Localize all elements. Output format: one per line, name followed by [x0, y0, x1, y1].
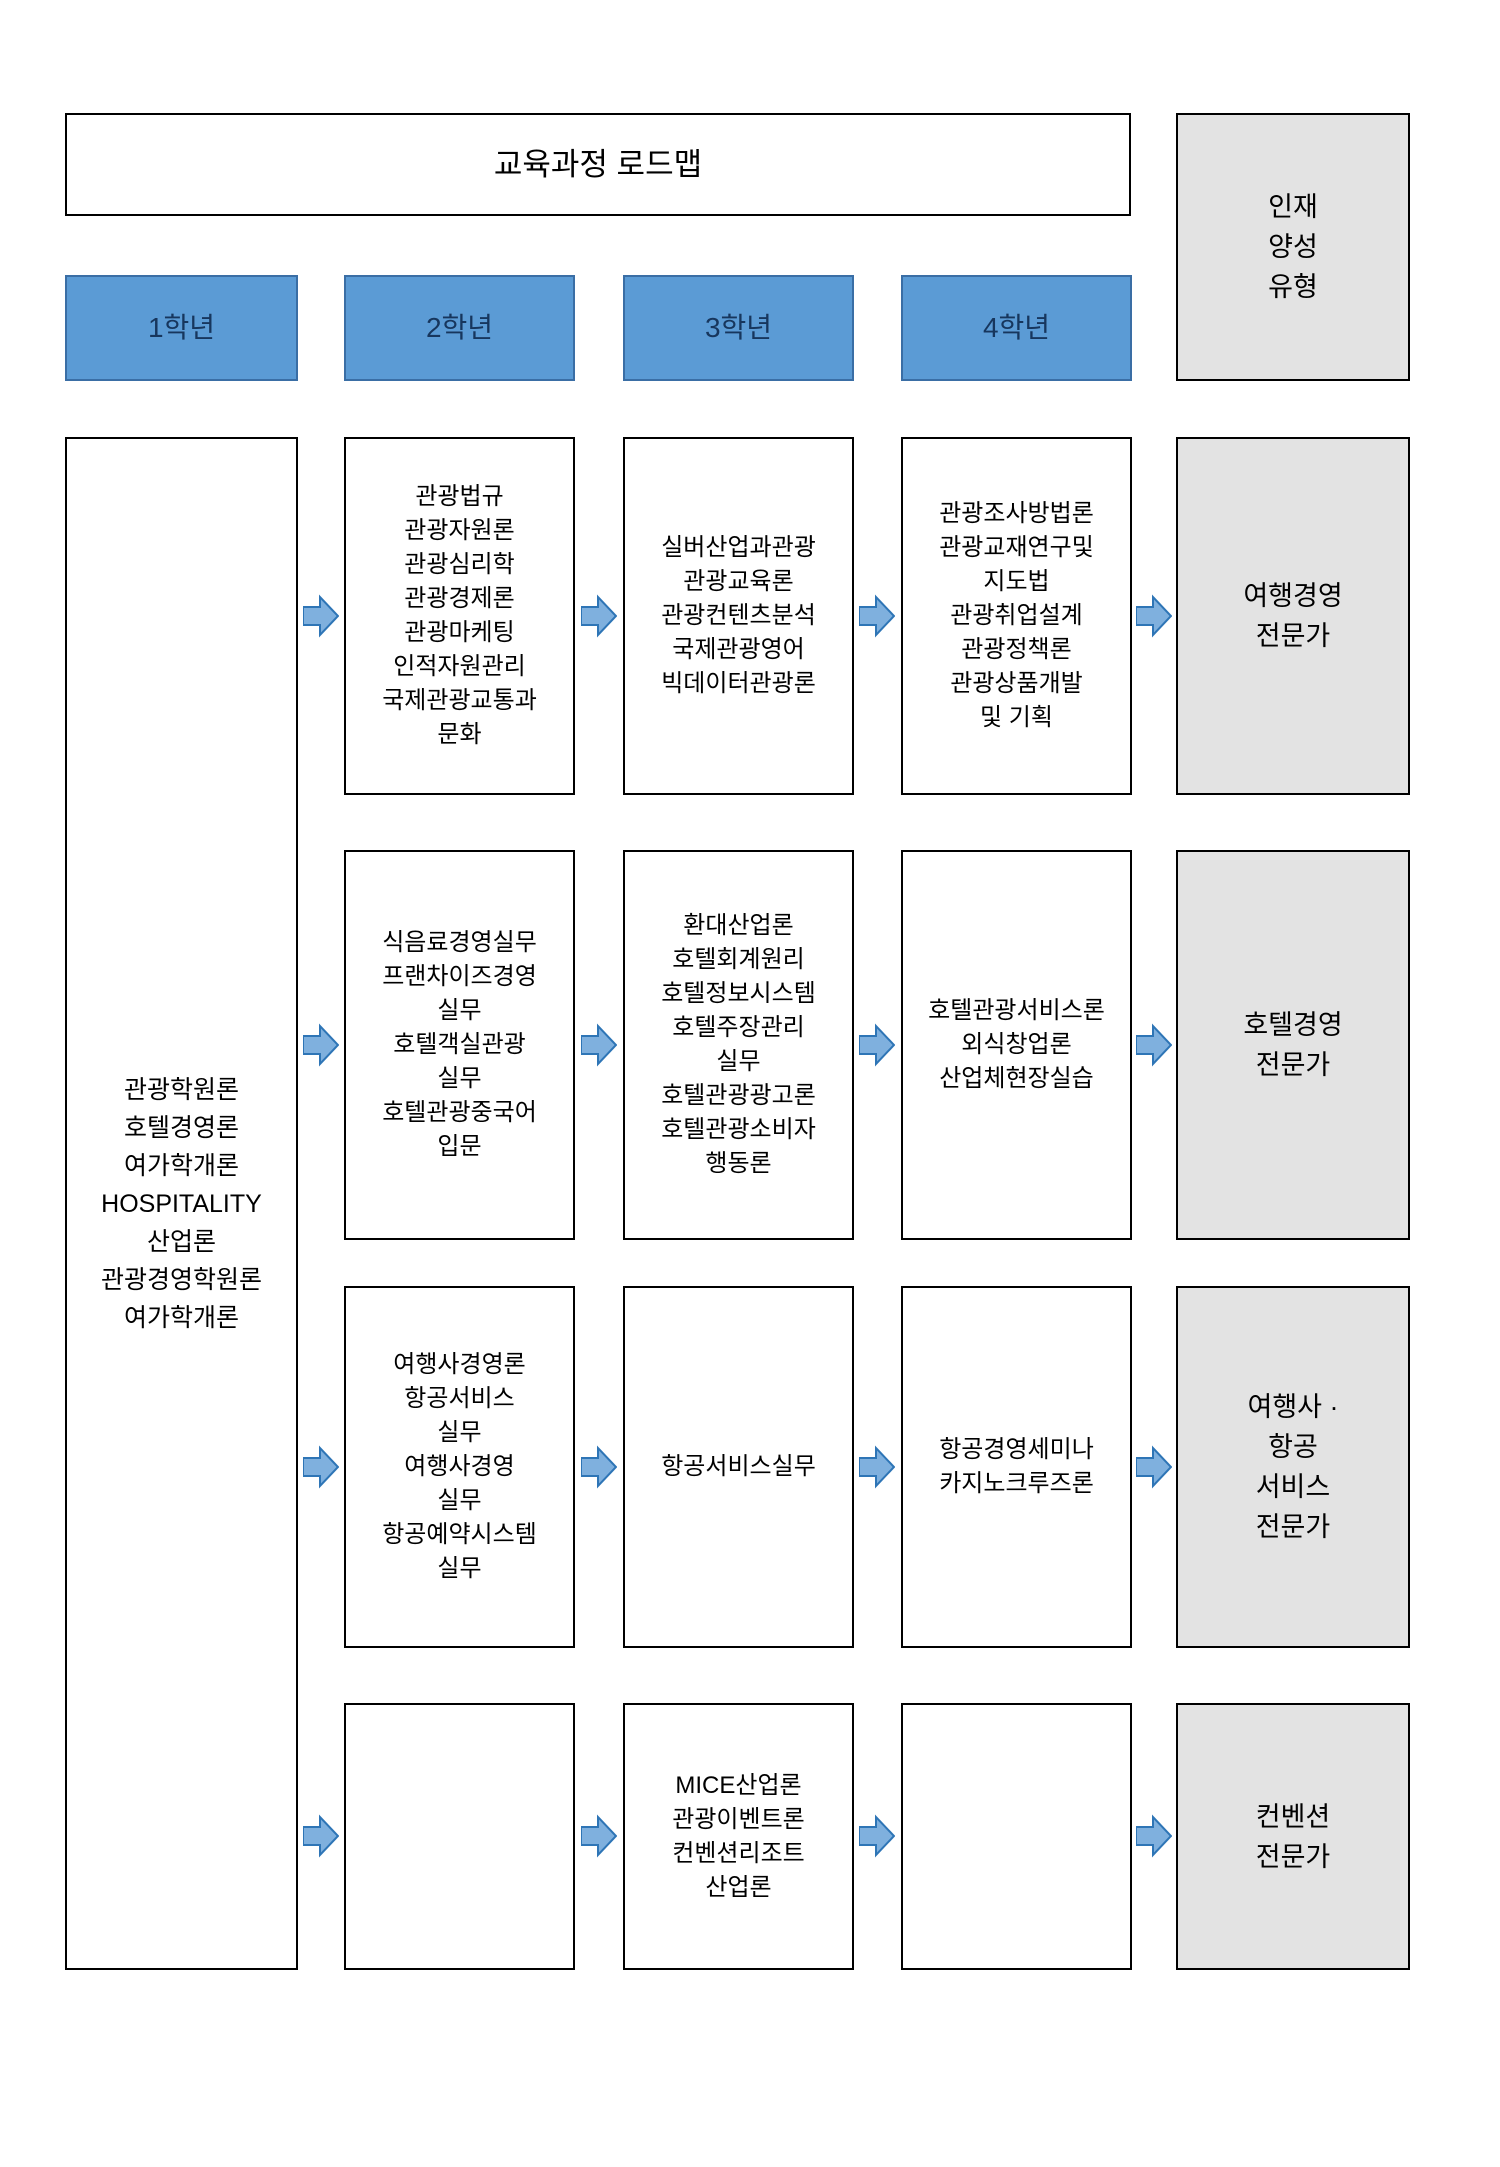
arrow-right-icon [581, 1023, 617, 1067]
airline-track-year4-courses: 항공경영세미나 카지노크루즈론 [901, 1286, 1132, 1648]
outcome-hotel-expert: 호텔경영 전문가 [1176, 850, 1410, 1240]
hotel-track-year3-courses: 환대산업론 호텔회계원리 호텔정보시스템 호텔주장관리 실무 호텔관광광고론 호… [623, 850, 854, 1240]
talent-type-header: 인재 양성 유형 [1176, 113, 1410, 381]
arrow-right-icon [859, 1445, 895, 1489]
hotel-track-year2-courses: 식음료경영실무 프랜차이즈경영 실무 호텔객실관광 실무 호텔관광중국어 입문 [344, 850, 575, 1240]
outcome-airline-service-expert: 여행사 · 항공 서비스 전문가 [1176, 1286, 1410, 1648]
outcome-travel-expert: 여행경영 전문가 [1176, 437, 1410, 795]
arrow-right-icon [1136, 594, 1172, 638]
year-1-header: 1학년 [65, 275, 298, 381]
travel-track-year2-courses: 관광법규 관광자원론 관광심리학 관광경제론 관광마케팅 인적자원관리 국제관광… [344, 437, 575, 795]
arrow-right-icon [581, 1445, 617, 1489]
travel-track-year3-courses: 실버산업과관광 관광교육론 관광컨텐츠분석 국제관광영어 빅데이터관광론 [623, 437, 854, 795]
arrow-right-icon [1136, 1445, 1172, 1489]
arrow-right-icon [581, 1814, 617, 1858]
arrow-right-icon [1136, 1814, 1172, 1858]
year-1-courses: 관광학원론 호텔경영론 여가학개론 HOSPITALITY 산업론 관광경영학원… [65, 437, 298, 1970]
arrow-right-icon [859, 594, 895, 638]
year-2-header: 2학년 [344, 275, 575, 381]
arrow-right-icon [303, 1445, 339, 1489]
arrow-right-icon [303, 1023, 339, 1067]
hotel-track-year4-courses: 호텔관광서비스론 외식창업론 산업체현장실습 [901, 850, 1132, 1240]
convention-track-year2-courses [344, 1703, 575, 1970]
airline-track-year2-courses: 여행사경영론 항공서비스 실무 여행사경영 실무 항공예약시스템 실무 [344, 1286, 575, 1648]
convention-track-year3-courses: MICE산업론 관광이벤트론 컨벤션리조트 산업론 [623, 1703, 854, 1970]
arrow-right-icon [581, 594, 617, 638]
roadmap-title: 교육과정 로드맵 [65, 113, 1131, 216]
convention-track-year4-courses [901, 1703, 1132, 1970]
airline-track-year3-courses: 항공서비스실무 [623, 1286, 854, 1648]
arrow-right-icon [303, 594, 339, 638]
year-3-header: 3학년 [623, 275, 854, 381]
travel-track-year4-courses: 관광조사방법론 관광교재연구및 지도법 관광취업설계 관광정책론 관광상품개발 … [901, 437, 1132, 795]
arrow-right-icon [303, 1814, 339, 1858]
arrow-right-icon [859, 1814, 895, 1858]
year-4-header: 4학년 [901, 275, 1132, 381]
arrow-right-icon [859, 1023, 895, 1067]
arrow-right-icon [1136, 1023, 1172, 1067]
outcome-convention-expert: 컨벤션 전문가 [1176, 1703, 1410, 1970]
